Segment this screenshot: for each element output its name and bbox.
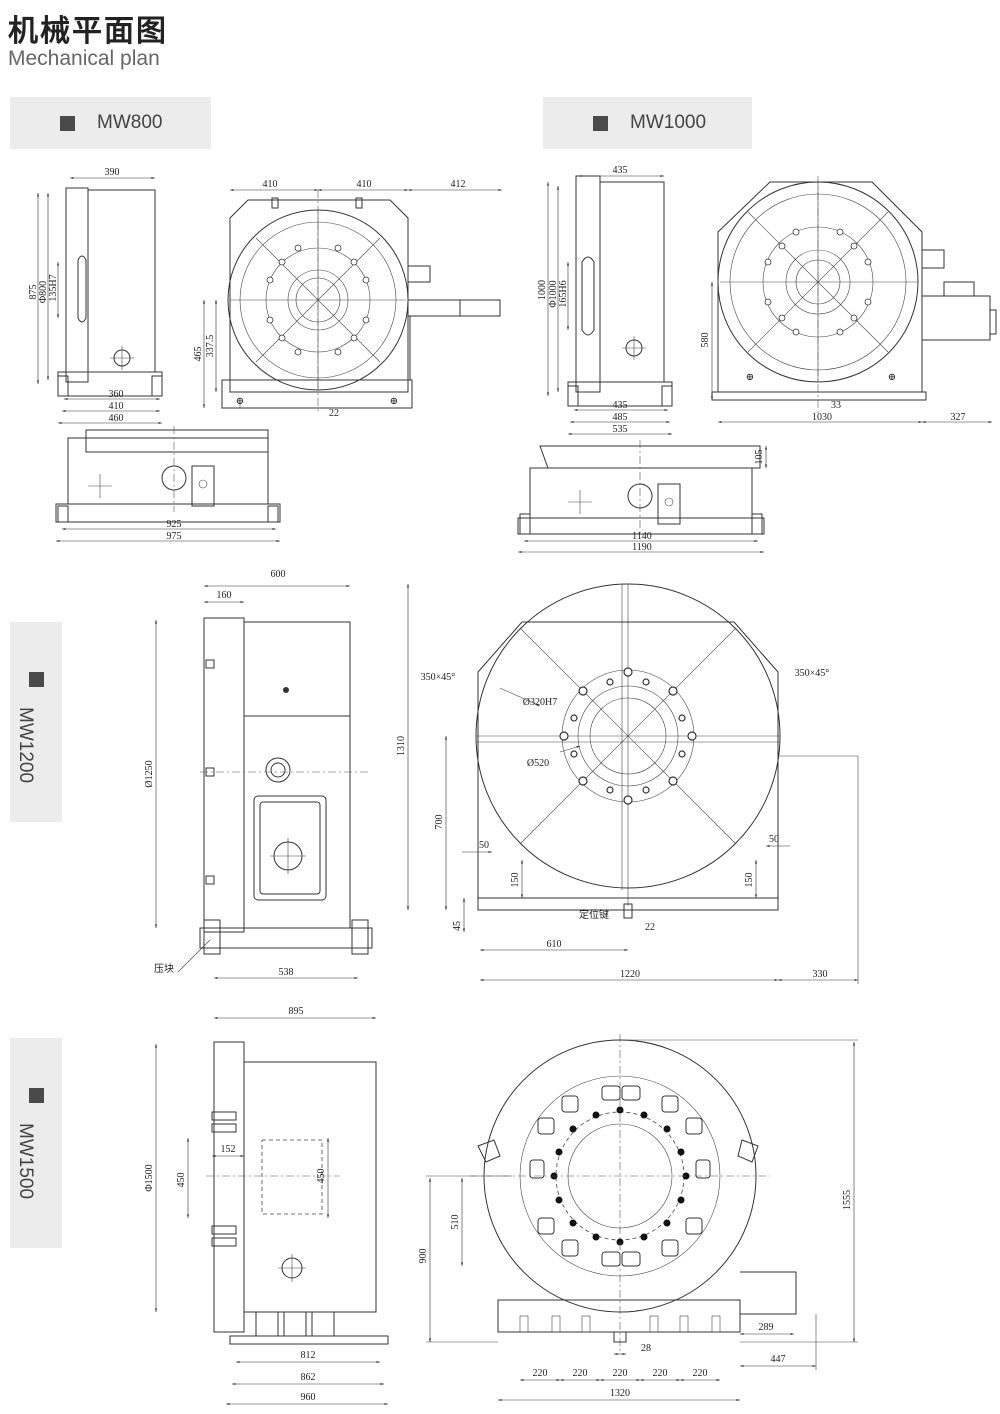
dim-label: 22 [329,408,339,419]
dim-label: 1555 [842,1190,853,1210]
square-bullet-icon [29,672,44,687]
dim-label: 165H6 [558,280,569,307]
dim-label: 45 [452,921,463,931]
dim-label: 22 [645,922,655,933]
svg-text:⊕: ⊕ [888,372,896,383]
dim-label: 975 [167,531,182,542]
square-bullet-icon [60,115,75,131]
dim-label: 220 [533,1368,548,1379]
dim-label: 485 [613,412,628,423]
mw1000-side-view: 435 1000 Φ1000 165H6 435 485 535 [537,165,673,436]
dim-label: 1320 [610,1388,630,1399]
dim-label: 1140 [632,531,652,542]
dim-label: Ø320H7 [523,697,557,708]
svg-text:⊕: ⊕ [746,372,754,383]
dim-label: 220 [613,1368,628,1379]
dim-label: 812 [301,1350,316,1361]
dim-label: 50 [479,840,489,851]
mw1000-bottom-view: 105 1140 1190 [517,440,768,554]
model-tag-mw1500: MW1500 [10,1038,62,1248]
dim-label: 895 [289,1006,304,1017]
dim-label: 压块 [154,963,174,975]
dim-label: 700 [434,815,445,830]
dim-label: 447 [771,1354,786,1365]
model-tag-mw1200: MW1200 [10,622,62,822]
dim-label: Φ1000 [548,280,559,307]
mw800-side-view: 390 875 Φ800 135H7 360 410 460 [28,167,163,425]
dim-label: 1000 [537,280,548,300]
mw1500-front-view: 1555 510 900 28 289 447 220 220 220 220 … [418,1034,858,1402]
dim-label: 152 [221,1144,236,1155]
dim-label: 412 [451,179,466,190]
mw1200-side-view: 600 160 Ø1250 538 压块 [144,569,373,980]
dim-label: 900 [418,1249,429,1264]
svg-text:⊕: ⊕ [390,396,398,407]
dim-label: 435 [613,165,628,176]
dim-label: 33 [831,400,841,411]
dim-label: 390 [105,167,120,178]
dim-label: 925 [167,519,182,530]
mw1500-side-view: 895 Φ1500 152 450 450 812 862 960 [144,1006,389,1406]
dim-label: 1030 [812,412,832,423]
dim-label: 465 [193,347,204,362]
dim-label: 410 [357,179,372,190]
dim-label: 600 [271,569,286,580]
dim-label: Ø520 [527,758,549,769]
dim-label: 410 [263,179,278,190]
dim-label: 450 [316,1169,327,1184]
dim-label: 862 [301,1372,316,1383]
dim-label: Φ800 [38,281,49,303]
svg-text:⊕: ⊕ [236,396,244,407]
page-title: 机械平面图 [8,14,168,49]
dim-label: 535 [613,424,628,435]
dim-label: 28 [641,1343,651,1354]
dim-label: 450 [176,1173,187,1188]
dim-label: 135H7 [48,274,59,301]
dim-label: Φ1500 [144,1164,155,1191]
mw1200-front-view: 350×45° 350×45° Ø320H7 Ø520 1310 700 50 … [396,583,859,984]
dim-label: 50 [769,834,779,845]
dim-label: 150 [510,873,521,888]
dim-label: 350×45° [795,668,830,679]
dim-label: 875 [28,285,39,300]
dim-label: 330 [813,969,828,980]
dim-label: 360 [109,389,124,400]
model-tag-mw800: MW800 [10,97,211,149]
dim-label: 289 [759,1322,774,1333]
dim-label: 定位键 [579,908,609,921]
model-tag-mw1000: MW1000 [543,97,752,149]
dim-label: 327 [951,412,966,423]
square-bullet-icon [593,115,608,131]
dim-label: 1190 [632,542,652,553]
dim-label: 350×45° [421,672,456,683]
page-subtitle: Mechanical plan [8,47,160,70]
dim-label: 220 [573,1368,588,1379]
dim-label: 510 [450,1215,461,1230]
mw800-front-view: ⊕ ⊕ 410 410 412 465 337.5 22 [193,179,502,419]
dim-label: 220 [693,1368,708,1379]
dim-label: 460 [109,413,124,424]
dim-label: 610 [547,939,562,950]
dim-label: 337.5 [205,335,216,358]
mw1000-front-view: ⊕ ⊕ 580 33 1030 327 [700,176,997,424]
dim-label: 105 [754,450,765,465]
dim-label: 435 [613,400,628,411]
dim-label: 960 [301,1392,316,1403]
square-bullet-icon [29,1088,44,1103]
model-label: MW1000 [630,112,707,133]
dim-label: 1310 [396,736,407,756]
dim-label: 1220 [620,969,640,980]
dim-label: 580 [700,333,711,348]
dim-label: 538 [279,967,294,978]
mw800-bottom-view: 925 975 [55,426,281,543]
dim-label: 160 [217,590,232,601]
dim-label: 410 [109,401,124,412]
dim-label: Ø1250 [144,760,155,787]
model-label: MW800 [97,112,163,133]
dim-label: 220 [653,1368,668,1379]
dim-label: 150 [744,873,755,888]
